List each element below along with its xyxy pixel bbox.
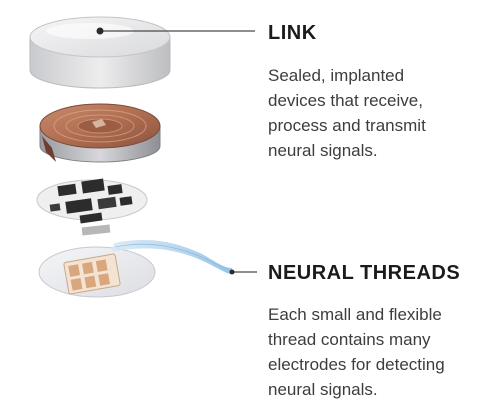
battery-coil — [39, 103, 161, 163]
link-title: LINK — [268, 22, 317, 44]
threads-description-line: neural signals. — [268, 380, 378, 399]
neural-thread-ribbon — [112, 240, 233, 274]
link-description-line: Sealed, implanted — [268, 66, 405, 85]
neural-threads-title: NEURAL THREADS — [268, 262, 461, 284]
enclosure-cap — [29, 16, 171, 89]
link-description-line: neural signals. — [268, 141, 378, 160]
threads-leader-line — [229, 269, 257, 275]
link-description: Sealed, implanted devices that receive, … — [268, 63, 426, 163]
link-leader-line — [96, 27, 255, 35]
electronics-board — [36, 178, 148, 236]
threads-description-line: electrodes for detecting — [268, 355, 445, 374]
threads-description-line: thread contains many — [268, 330, 431, 349]
threads-description-line: Each small and flexible — [268, 305, 442, 324]
link-description-line: process and transmit — [268, 116, 426, 135]
link-description-line: devices that receive, — [268, 91, 423, 110]
neural-threads-description: Each small and flexible thread contains … — [268, 302, 445, 402]
thread-substrate — [38, 246, 156, 298]
